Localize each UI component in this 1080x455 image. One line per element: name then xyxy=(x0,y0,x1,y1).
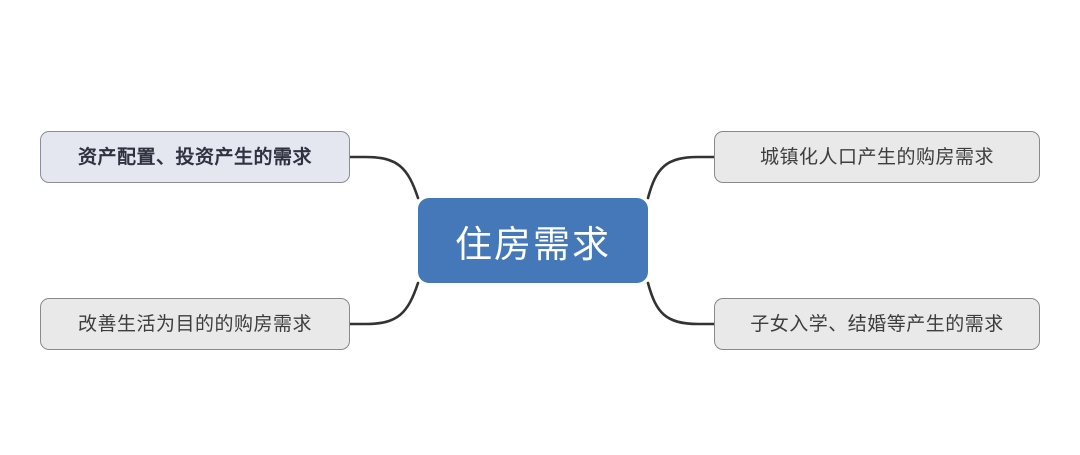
root-node[interactable]: 住房需求 xyxy=(418,198,648,283)
branch-node-bottom-right[interactable]: 子女入学、结婚等产生的需求 xyxy=(714,298,1040,350)
branch-label-top-right: 城镇化人口产生的购房需求 xyxy=(759,146,994,168)
connector-bottom-right xyxy=(646,281,716,326)
connector-top-left xyxy=(348,155,420,200)
branch-node-top-left[interactable]: 资产配置、投资产生的需求 xyxy=(40,131,350,183)
branch-label-bottom-left: 改善生活为目的的购房需求 xyxy=(77,313,312,335)
branch-node-top-right[interactable]: 城镇化人口产生的购房需求 xyxy=(714,131,1040,183)
root-node-label: 住房需求 xyxy=(455,223,611,265)
branch-label-bottom-right: 子女入学、结婚等产生的需求 xyxy=(750,313,1004,335)
branch-label-top-left: 资产配置、投资产生的需求 xyxy=(77,146,312,168)
connector-bottom-left xyxy=(348,281,420,326)
connector-top-right xyxy=(646,155,716,200)
branch-node-bottom-left[interactable]: 改善生活为目的的购房需求 xyxy=(40,298,350,350)
